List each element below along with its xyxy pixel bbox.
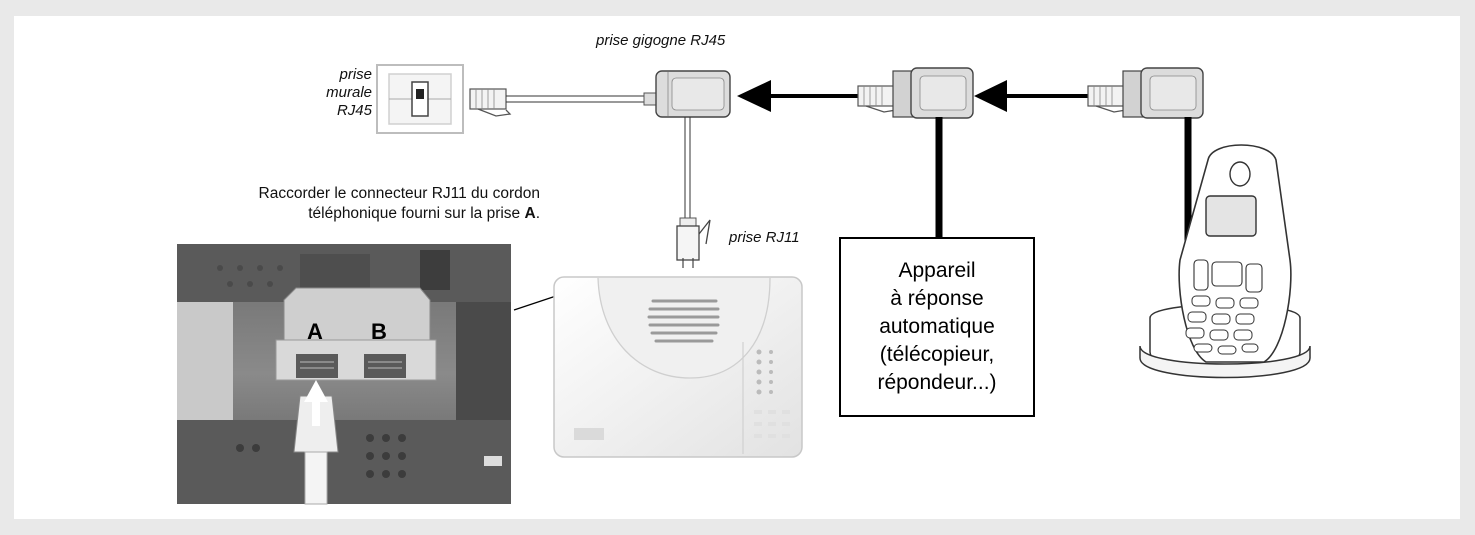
rj45-plug-icon [1087, 85, 1127, 113]
rj11-plug-icon [676, 217, 711, 268]
instruction-port-name: A [524, 205, 536, 222]
answering-device-text: Appareil à réponse automatique (télécopi… [877, 257, 996, 397]
instruction-line-2: téléphonique fourni sur la prise A. [100, 204, 540, 224]
connector-board-photo [177, 244, 511, 505]
answering-device-line-4: (télécopieur, [879, 343, 995, 366]
rj45-plug-icon [857, 85, 897, 113]
answering-device-line-3: automatique [879, 315, 995, 338]
rj11-label: prise RJ11 [729, 229, 800, 246]
instruction-line-2-end: . [535, 205, 540, 222]
splitter-rj45-icon [892, 67, 974, 119]
arrow-left-icon [737, 80, 858, 112]
wall-socket-label-line1: prise [339, 66, 372, 83]
rj45-plug-icon [469, 88, 512, 117]
port-a-label: A [307, 319, 323, 344]
instruction-line-1: Raccorder le connecteur RJ11 du cordon [258, 185, 540, 202]
answering-device-box: Appareil à réponse automatique (télécopi… [839, 237, 1035, 417]
splitter-rj45-icon [643, 70, 731, 118]
instruction-text: Raccorder le connecteur RJ11 du cordon t… [100, 184, 540, 224]
splitter-rj45-icon [1122, 67, 1204, 119]
answering-device-line-2: à réponse [890, 287, 984, 310]
wall-socket-rj45-icon [376, 64, 464, 134]
port-b-label: B [371, 319, 387, 344]
wall-socket-label-line3: RJ45 [336, 102, 372, 119]
arrow-left-icon [974, 80, 1088, 112]
wall-socket-label: prise murale RJ45 [318, 66, 372, 120]
alarm-transmitter-icon [553, 276, 803, 458]
answering-device-line-5: répondeur...) [877, 371, 997, 394]
cordless-phone-icon [1139, 144, 1311, 379]
splitter-label: prise gigogne RJ45 [596, 32, 726, 49]
instruction-line-2-text: téléphonique fourni sur la prise [308, 205, 525, 222]
answering-device-line-1: Appareil [898, 259, 976, 282]
wall-socket-label-line2: murale [326, 84, 372, 101]
